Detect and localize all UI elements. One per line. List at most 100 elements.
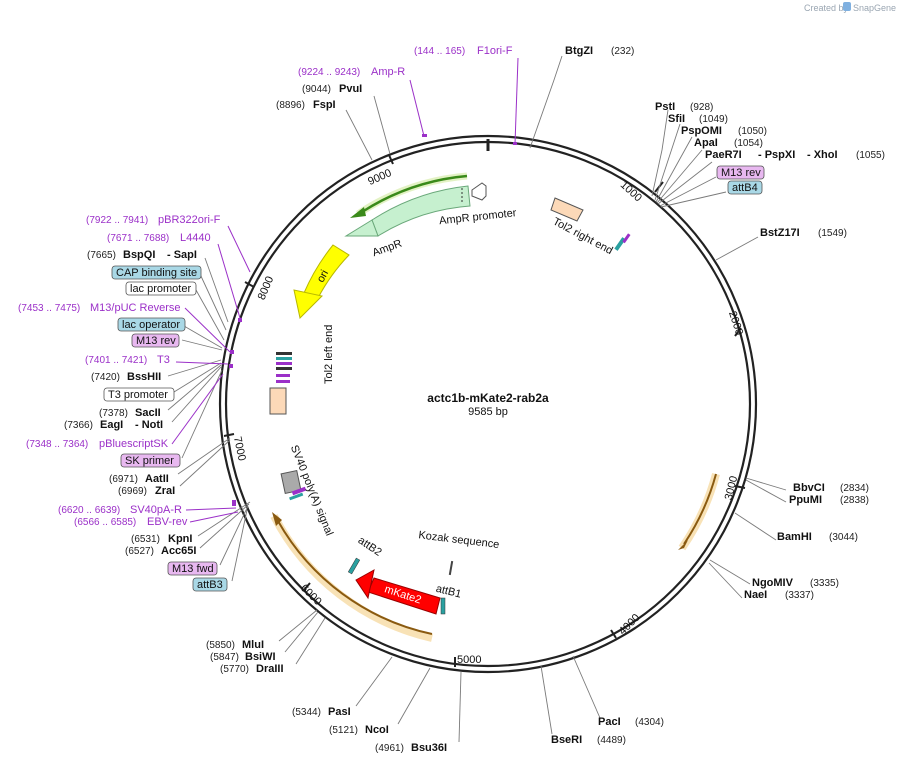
- leader-btgzi: [529, 55, 563, 149]
- ori-arrow-head: [293, 289, 324, 320]
- enzyme-pvui-name: PvuI: [339, 83, 362, 95]
- tol2-left-box: [269, 387, 287, 415]
- box-m13rev-right-label: M13 rev: [721, 167, 761, 179]
- primer-t3-name: T3: [157, 354, 170, 366]
- leader-m13puc-rev: [184, 307, 231, 353]
- leader-bspqi: [204, 257, 229, 323]
- primer-pbluescriptsk-range: (7348 .. 7364): [26, 439, 88, 450]
- leader-aatii: [177, 437, 231, 475]
- leader-m13fwd: [219, 505, 249, 566]
- box-t3prom-label: T3 promoter: [108, 389, 168, 401]
- leader-psti: [651, 109, 669, 197]
- leader-draiii: [295, 617, 326, 665]
- box-m13rev-left-label: M13 rev: [136, 335, 176, 347]
- box-t3prom: [103, 387, 175, 402]
- leader-pvui: [373, 95, 391, 155]
- sv40-primer-mark-b: [289, 492, 304, 501]
- enzyme-pvui-pos: (9044): [302, 84, 331, 95]
- primer-m13puc-name: M13/pUC Reverse: [90, 302, 180, 314]
- enzyme-beseri-name: BseRI: [551, 734, 582, 746]
- enzyme-apai-name: ApaI: [694, 137, 718, 149]
- enzyme-fspi-pos: (8896): [276, 100, 305, 111]
- box-lacop: [117, 317, 186, 332]
- enzyme-bamhi-pos: (3044): [829, 532, 858, 543]
- tol2-right-label: Tol2 right end: [551, 216, 615, 258]
- enzyme-pspomi-pos: (1050): [738, 126, 767, 137]
- enzyme-apai-pos: (1054): [734, 138, 763, 149]
- leader-sv40pa-r: [185, 507, 237, 511]
- enzyme-bstz17i-name: BstZ17I: [760, 227, 800, 239]
- leader-paci: [572, 655, 601, 719]
- primer-f1ori-range: (144 .. 165): [414, 46, 465, 57]
- primer-ampr-range: (9224 .. 9243): [298, 67, 360, 78]
- box-m13fwd-label: M13 fwd: [172, 563, 214, 575]
- enzyme-noti-name: - NotI: [135, 419, 163, 431]
- enzyme-ngomiv-name: NgoMIV: [752, 577, 794, 589]
- enzyme-bbvci-pos: (2834): [840, 483, 869, 494]
- orange-arc-left-halo: [270, 514, 433, 642]
- enzyme-xhoi-name: - XhoI: [807, 149, 838, 161]
- tick-8000: [244, 281, 255, 288]
- enzyme-naei-pos: (3337): [785, 590, 814, 601]
- ampr-promoter-label: AmpR promoter: [439, 207, 518, 227]
- box-attb3: [192, 577, 228, 592]
- enzyme-ncoi-name: NcoI: [365, 724, 389, 736]
- attb2-mark: [347, 557, 361, 575]
- box-m13fwd: [167, 561, 218, 576]
- primer-pbr322-range: (7922 .. 7941): [86, 215, 148, 226]
- leader-bamhi: [734, 512, 777, 541]
- enzyme-paci-name: PacI: [598, 716, 621, 728]
- enzyme-pspxi-name: - PspXI: [758, 149, 795, 161]
- enzyme-bsshii-pos: (7420): [91, 372, 120, 383]
- leader-apai: [656, 149, 703, 204]
- leader-pspomi: [655, 136, 693, 203]
- primer-l4440-range: (7671 .. 7688): [107, 233, 169, 244]
- green-arrow-head: [350, 207, 366, 218]
- tol2-left-label: Tol2 left end: [323, 325, 335, 384]
- enzyme-bamhi-name: BamHI: [777, 531, 812, 543]
- tick-6000: [303, 582, 311, 591]
- primer-l4440-name: L4440: [180, 232, 211, 244]
- leader-eagi: [171, 366, 222, 423]
- credit-text: Created by: [804, 3, 849, 13]
- enzyme-btgzi-name: BtgZI: [565, 45, 593, 57]
- leader-bsu36i: [458, 671, 462, 743]
- enzyme-eagi-name: EagI: [100, 419, 123, 431]
- attb2-label: attB2: [356, 534, 384, 558]
- tick-4000: [610, 629, 617, 639]
- enzyme-zrai-name: ZraI: [155, 485, 175, 497]
- box-attb4-label: attB4: [732, 182, 758, 194]
- enzyme-bsiwi-pos: (5847): [210, 652, 239, 663]
- enzyme-acc65i-pos: (6527): [125, 546, 154, 557]
- ampr-arrow-head: [344, 219, 379, 237]
- enzyme-sapi-name: - SapI: [167, 249, 197, 261]
- leader-fspi: [345, 109, 373, 161]
- leader-ppumi: [745, 479, 787, 503]
- leader-f1ori-f: [514, 57, 519, 145]
- enzyme-bstz17i-pos: (1549): [818, 228, 847, 239]
- primer-ebv-name: EBV-rev: [147, 516, 188, 528]
- box-m13rev-left: [131, 333, 180, 348]
- leader-paer7i: [657, 161, 713, 205]
- box-attb4: [727, 180, 763, 195]
- enzyme-bspqi-name: BspQI: [123, 249, 155, 261]
- tick-7000: [223, 433, 235, 437]
- credit-brand: SnapGene: [853, 3, 896, 13]
- enzyme-ppumi-name: PpuMI: [789, 494, 822, 506]
- leader-cap: [199, 273, 227, 331]
- primer-ampr-name: Amp-R: [371, 66, 405, 78]
- leader-bsshii: [167, 359, 222, 377]
- attb1-mark: [440, 597, 446, 615]
- enzyme-sfii-name: SfiI: [668, 113, 685, 125]
- box-lacprom-label: lac promoter: [130, 283, 191, 295]
- leader-ncoi: [397, 667, 431, 725]
- box-attb3-label: attB3: [197, 579, 223, 591]
- leader-attb4: [660, 191, 727, 208]
- enzyme-sacii-name: SacII: [135, 407, 161, 419]
- enzyme-sacii-pos: (7378): [99, 408, 128, 419]
- leader-bsiwi: [284, 611, 319, 653]
- box-lacprom: [125, 281, 197, 296]
- enzyme-psti-pos: (928): [690, 102, 713, 113]
- attb4-mark: [614, 237, 626, 251]
